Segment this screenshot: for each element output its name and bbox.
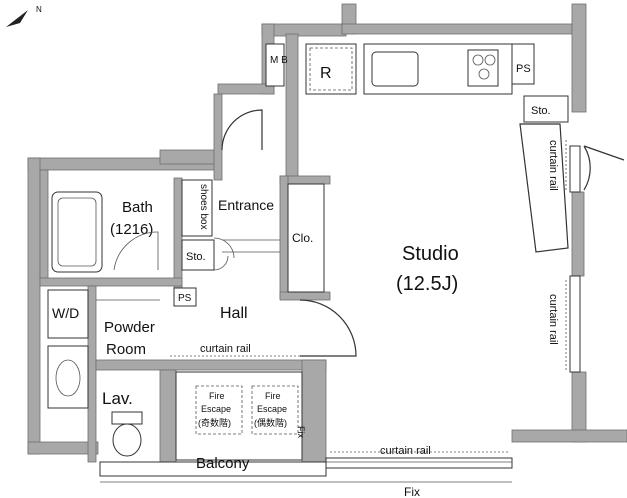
entrance-label: Entrance bbox=[218, 197, 274, 213]
fire-escape-line3: (偶数階) bbox=[254, 417, 287, 428]
door-swing-right bbox=[583, 145, 625, 191]
wall-segment bbox=[95, 359, 327, 371]
powder-room-label-line2: Room bbox=[106, 341, 146, 358]
window-right-upper bbox=[569, 145, 581, 193]
bath-door-swing bbox=[113, 231, 159, 271]
shoes-box-label: shoes box bbox=[198, 184, 209, 230]
fire-escape-line2: Escape bbox=[201, 404, 231, 414]
wall-segment bbox=[173, 177, 183, 291]
toilet-tank bbox=[111, 411, 143, 425]
refrigerator-outline bbox=[309, 47, 353, 91]
sink bbox=[371, 51, 419, 87]
closet bbox=[287, 183, 325, 293]
fire-escape-hatch bbox=[251, 385, 299, 435]
wall-segment bbox=[213, 93, 223, 181]
washer-dryer-space bbox=[47, 289, 89, 339]
fire-escape-hatch bbox=[195, 385, 243, 435]
wall-segment bbox=[87, 285, 97, 463]
fire-escape-line1: Fire bbox=[265, 391, 281, 401]
bathtub-inner bbox=[57, 197, 97, 267]
wall-segment bbox=[279, 175, 289, 299]
walls bbox=[27, 3, 627, 469]
closet-door-swing bbox=[299, 299, 357, 357]
lavatory-label: Lav. bbox=[102, 389, 133, 408]
burner-icon bbox=[478, 68, 490, 80]
studio-size: (12.5J) bbox=[396, 273, 458, 295]
fix-label-bottom: Fix bbox=[404, 485, 420, 498]
storage-entrance-label: Sto. bbox=[186, 251, 206, 263]
storage-label: Sto. bbox=[531, 105, 551, 117]
north-compass: N bbox=[6, 5, 42, 27]
fire-escape-line3: (奇数階) bbox=[198, 417, 231, 428]
window-right-lower bbox=[569, 275, 581, 373]
wall-segment bbox=[27, 157, 41, 455]
pipe-space-hall-label: PS bbox=[178, 293, 192, 304]
entrance-door-swing bbox=[221, 109, 263, 151]
window-bottom-studio bbox=[325, 457, 513, 469]
pipe-space-kitchen bbox=[511, 43, 535, 85]
meter-box bbox=[265, 43, 285, 87]
hall-label: Hall bbox=[220, 305, 248, 322]
wall-segment bbox=[261, 23, 347, 37]
compass-label: N bbox=[36, 5, 42, 14]
fire-escape-line2: Escape bbox=[257, 404, 287, 414]
storage-entrance bbox=[181, 239, 215, 271]
refrigerator-space bbox=[305, 43, 357, 95]
wall-segment bbox=[571, 3, 587, 113]
lavatory-counter bbox=[47, 345, 89, 409]
toilet-bowl bbox=[112, 423, 142, 457]
bathtub bbox=[51, 191, 103, 273]
wall-segment bbox=[285, 33, 299, 183]
wall-segment bbox=[511, 429, 627, 443]
pipe-space-hall bbox=[173, 287, 197, 307]
storage-door-swing bbox=[213, 237, 235, 271]
stove bbox=[467, 49, 499, 87]
wall-segment bbox=[39, 277, 183, 287]
balcony-label: Balcony bbox=[196, 455, 250, 472]
burner-icon bbox=[484, 54, 496, 66]
wall-segment bbox=[159, 149, 219, 165]
wall-segment bbox=[27, 441, 99, 455]
burner-icon bbox=[472, 54, 484, 66]
curtain-rail-label-right-lower: curtain rail bbox=[547, 294, 559, 345]
shoes-box bbox=[181, 179, 213, 237]
meter-box-label: M B bbox=[270, 55, 288, 66]
balcony-area bbox=[175, 371, 303, 461]
wall-segment bbox=[301, 359, 327, 469]
wall-segment bbox=[217, 83, 275, 95]
kitchen: PS R bbox=[305, 43, 535, 95]
wall-segment bbox=[571, 191, 585, 277]
fire-escape-line1: Fire bbox=[209, 391, 225, 401]
powder-room-label-line1: Powder bbox=[104, 319, 155, 336]
wall-segment bbox=[279, 291, 331, 301]
washer-dryer-label: W/D bbox=[52, 305, 79, 321]
curtain-rail-label-right-upper: curtain rail bbox=[547, 140, 559, 191]
wall-segment bbox=[341, 23, 573, 35]
bath-size: (1216) bbox=[110, 221, 153, 238]
fire-escape-even: Fire Escape (偶数階) bbox=[251, 385, 299, 435]
storage-top-right bbox=[523, 95, 569, 123]
lavatory-basin bbox=[55, 359, 81, 397]
compass-arrow-icon bbox=[6, 10, 28, 27]
balcony-railing bbox=[99, 461, 327, 477]
curtain-partition bbox=[519, 123, 569, 253]
curtain-rail-label-bottom: curtain rail bbox=[380, 445, 431, 457]
studio-label: Studio bbox=[402, 243, 459, 265]
bath-label: Bath bbox=[122, 199, 153, 216]
wall-segment bbox=[159, 369, 177, 469]
closet-label: Clo. bbox=[292, 231, 313, 245]
refrigerator-label: R bbox=[320, 65, 332, 82]
fire-escape-odd: Fire Escape (奇数階) bbox=[195, 385, 243, 435]
curtain-rail-label-hall: curtain rail bbox=[200, 343, 251, 355]
wall-segment bbox=[39, 169, 49, 283]
pipe-space-label: PS bbox=[516, 63, 531, 75]
fix-label-vertical: Fix bbox=[296, 426, 306, 438]
